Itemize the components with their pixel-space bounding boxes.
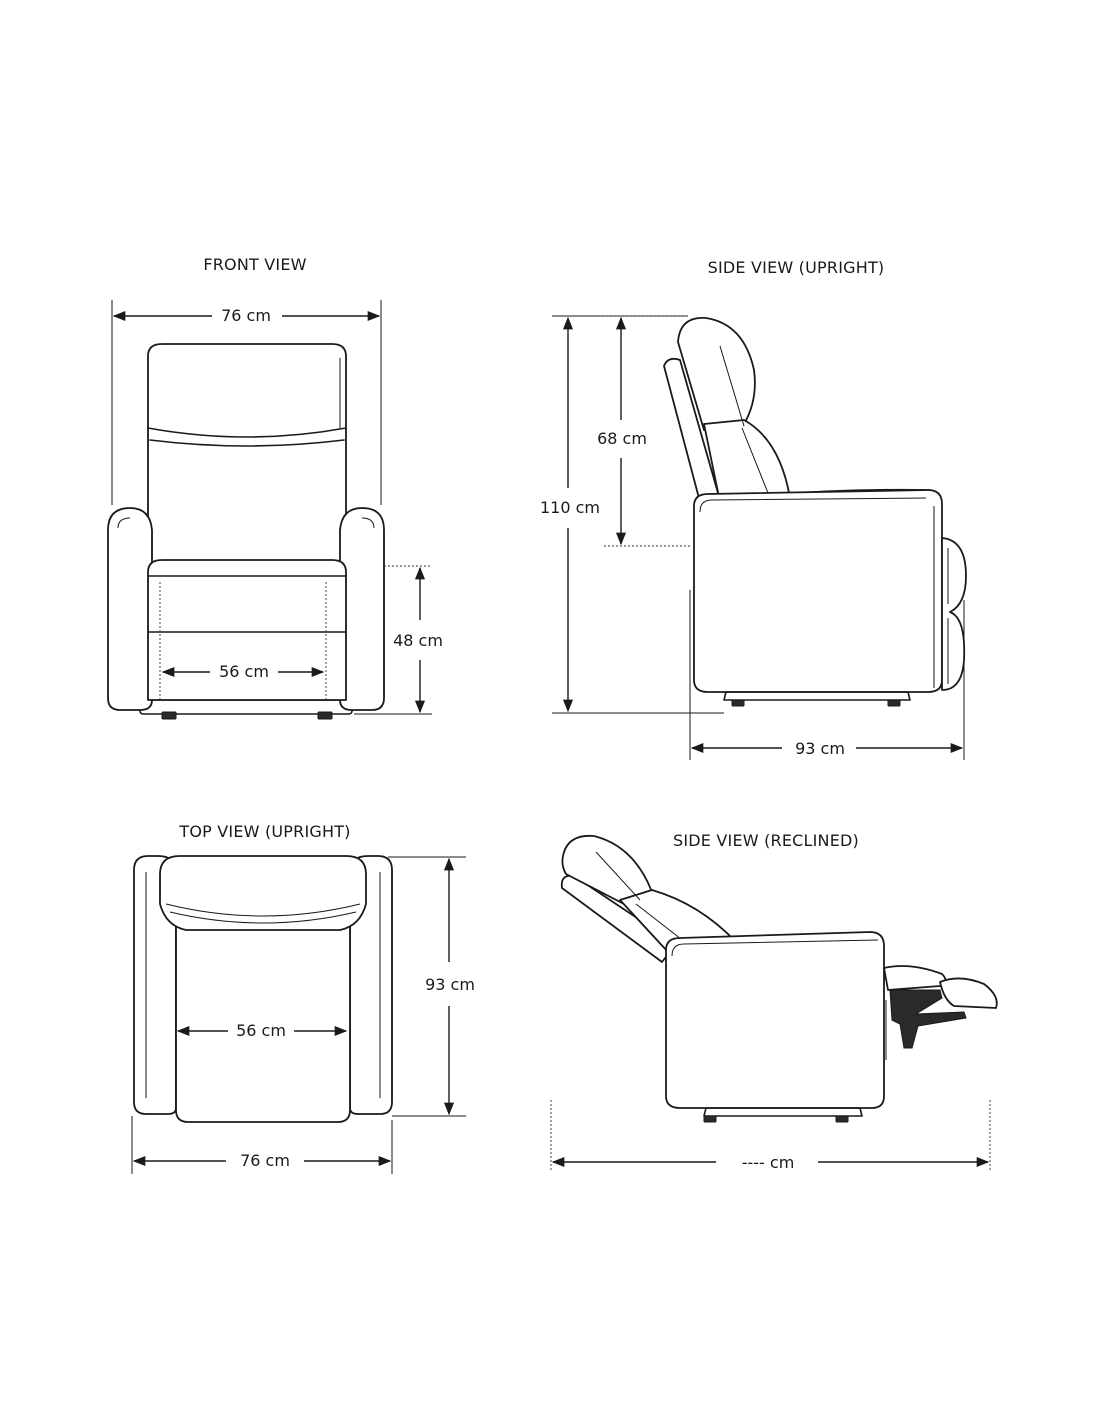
top-seat (175, 923, 351, 1123)
side-upright-view: SIDE VIEW (UPRIGHT) 110 cm 68 cm (540, 258, 967, 760)
side-upright-headrest (677, 317, 756, 431)
front-left-armrest (107, 507, 153, 711)
front-view: FRONT VIEW 76 cm 56 cm (107, 255, 443, 720)
side-reclined-footrest (939, 977, 998, 1009)
side-reclined-length-label: ---- cm (742, 1153, 795, 1172)
side-reclined-view: SIDE VIEW (RECLINED) ---- cm (550, 831, 998, 1172)
side-depth-label: 93 cm (795, 739, 845, 758)
side-upright-footrest (941, 537, 967, 691)
top-upright-view: TOP VIEW (UPRIGHT) 56 cm 93 cm 76 cm (131, 822, 475, 1174)
front-seat-height-label: 48 cm (393, 631, 443, 650)
front-width-label: 76 cm (221, 306, 271, 325)
side-reclined-mechanism (889, 989, 967, 1049)
top-seat-width-label: 56 cm (236, 1021, 286, 1040)
top-width-label: 76 cm (240, 1151, 290, 1170)
top-backrest (159, 855, 367, 931)
top-depth-label: 93 cm (425, 975, 475, 994)
side-upright-backrest (703, 419, 791, 503)
front-view-title: FRONT VIEW (203, 255, 306, 274)
top-right-armrest (349, 855, 393, 1115)
side-reclined-title: SIDE VIEW (RECLINED) (673, 831, 859, 850)
front-right-armrest (339, 507, 385, 711)
front-backrest (147, 343, 347, 601)
front-seat-width-label: 56 cm (219, 662, 269, 681)
side-upright-title: SIDE VIEW (UPRIGHT) (708, 258, 885, 277)
side-total-height-label: 110 cm (540, 498, 600, 517)
side-upright-body (693, 489, 943, 693)
side-reclined-body (665, 931, 885, 1109)
top-upright-title: TOP VIEW (UPRIGHT) (178, 822, 350, 841)
side-reclined-headrest (561, 834, 653, 905)
front-seat-cushion (147, 559, 347, 701)
side-back-height-label: 68 cm (597, 429, 647, 448)
